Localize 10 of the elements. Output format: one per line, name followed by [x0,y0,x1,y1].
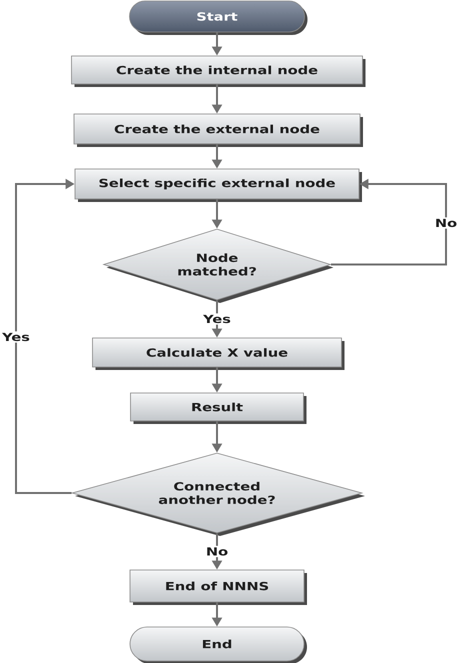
edge-label: Yes [0,331,32,343]
process-box: Create the internal node [71,56,366,87]
process-box: End of NNNS [130,570,307,605]
process-box: Create the external node [74,114,363,147]
edge-label: No [433,217,459,229]
process-box: Calculate X value [92,338,344,370]
edge-label: No [204,546,230,558]
process-box: Result [130,392,306,424]
process-box: Select specific external node [74,168,362,202]
edge-label: Yes [202,313,232,325]
